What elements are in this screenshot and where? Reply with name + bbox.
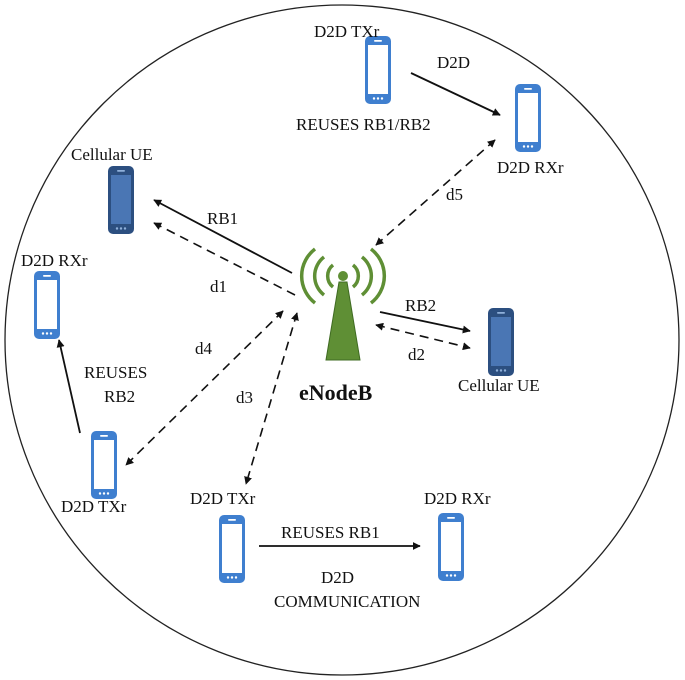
cell-coverage-boundary bbox=[4, 4, 680, 676]
reuses-rb2-label-line2: RB2 bbox=[104, 387, 135, 406]
d2d-communication-label-line2: COMMUNICATION bbox=[274, 592, 420, 611]
d2d-txr-left-smartphone-icon bbox=[91, 431, 117, 499]
rb2-label: RB2 bbox=[405, 296, 436, 315]
d2d-txr-left-label: D2D TXr bbox=[61, 497, 127, 516]
cellular-ue-right-label: Cellular UE bbox=[458, 376, 540, 395]
reuses-rb2-label-line1: REUSES bbox=[84, 363, 147, 382]
d3-label: d3 bbox=[236, 388, 253, 407]
d2d-txr-top-label: D2D TXr bbox=[314, 22, 380, 41]
reuses-rb1-label: REUSES RB1 bbox=[281, 523, 380, 542]
d1-interference-link bbox=[153, 222, 296, 296]
antenna-tower-icon bbox=[299, 247, 387, 361]
d2d-rxr-left-smartphone-icon bbox=[34, 271, 60, 339]
d2d-rxr-bottom-label: D2D RXr bbox=[424, 489, 491, 508]
d2d-rxr-bottom-smartphone-icon bbox=[438, 513, 464, 581]
d2d-communication-label-line1: D2D bbox=[321, 568, 354, 587]
d4-label: d4 bbox=[195, 339, 213, 358]
d2d-rxr-top-label: D2D RXr bbox=[497, 158, 564, 177]
rb1-link-cellular-ue-top bbox=[153, 199, 293, 274]
cellular-ue-right-smartphone-icon bbox=[488, 308, 514, 376]
d2-interference-link bbox=[375, 322, 471, 351]
d2d-rxr-top-smartphone-icon bbox=[515, 84, 541, 152]
d2d-rxr-left-label: D2D RXr bbox=[21, 251, 88, 270]
d1-label: d1 bbox=[210, 277, 227, 296]
rb1-label: RB1 bbox=[207, 209, 238, 228]
d2d-link-top bbox=[410, 72, 501, 116]
d5-label: d5 bbox=[446, 185, 463, 204]
d2-label: d2 bbox=[408, 345, 425, 364]
enodeb-label: eNodeB bbox=[299, 380, 373, 405]
d2d-txr-top-smartphone-icon bbox=[365, 36, 391, 104]
d2d-link-left bbox=[56, 339, 81, 434]
d2d-txr-bottom-label: D2D TXr bbox=[190, 489, 256, 508]
cellular-ue-top-label: Cellular UE bbox=[71, 145, 153, 164]
d2d-top-link-label: D2D bbox=[437, 53, 470, 72]
reuses-rb1-rb2-label: REUSES RB1/RB2 bbox=[296, 115, 431, 134]
cellular-ue-top-smartphone-icon bbox=[108, 166, 134, 234]
d3-interference-link bbox=[244, 312, 299, 485]
d5-interference-link bbox=[375, 139, 496, 246]
d2d-txr-bottom-smartphone-icon bbox=[219, 515, 245, 583]
d4-interference-link bbox=[125, 310, 284, 466]
